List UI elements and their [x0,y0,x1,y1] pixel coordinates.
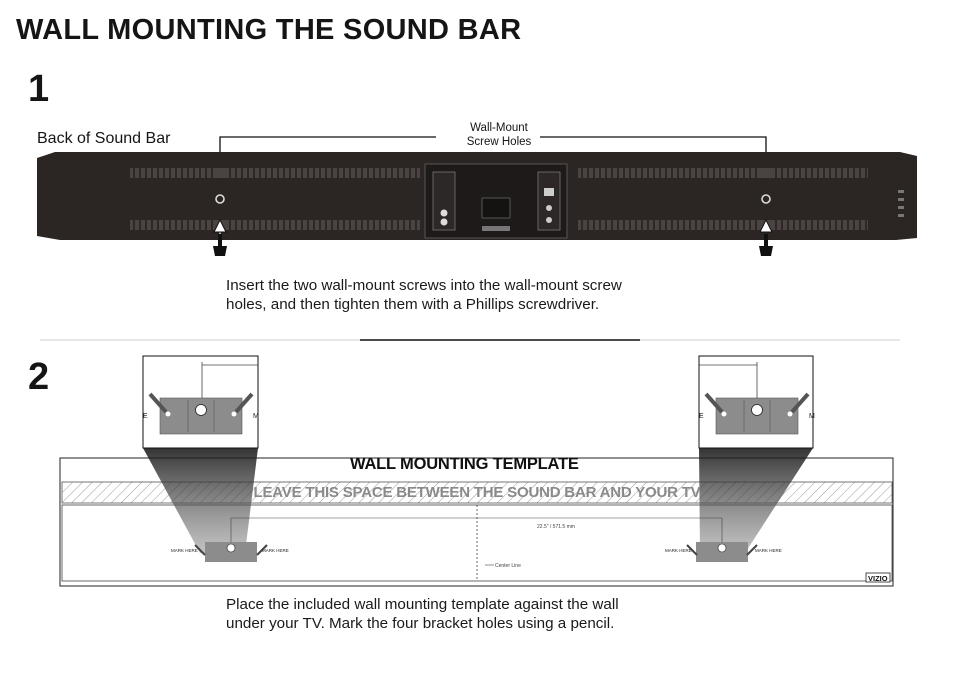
zoom-beam-right [699,448,813,553]
small-bracket-right: MARK HERE MARK HERE [665,542,782,562]
page-title: WALL MOUNTING THE SOUND BAR [16,14,522,46]
holes-label-line1: Wall-Mount [470,122,528,134]
step1-instructions: Insert the two wall-mount screws into th… [226,276,622,314]
holes-label-line2: Screw Holes [466,136,532,148]
zoom-beam-left [143,448,258,553]
template-title: WALL MOUNTING TEMPLATE [350,455,579,473]
svg-text:E: E [143,413,148,420]
screw-hole-left [215,194,225,204]
wall-mount-holes-label: Wall-Mount Screw Holes [440,121,558,149]
back-of-sound-bar-label: Back of Sound Bar [37,130,171,147]
step2-instructions: Place the included wall mounting templat… [226,595,619,633]
screw-right [759,218,773,256]
template-leave-space-text: LEAVE THIS SPACE BETWEEN THE SOUND BAR A… [253,484,701,501]
mark-here-label: MARK HERE [171,548,198,553]
zoom-box-left: E M [142,355,259,449]
mark-here-label: MARK HERE [665,548,692,553]
zoom-box-right: E M [698,355,815,449]
svg-text:E: E [699,413,704,420]
distance-label: 22.5" / 571.5 mm [537,524,575,530]
step1-instruction-line1: Insert the two wall-mount screws into th… [226,277,622,294]
svg-text:M: M [253,413,259,420]
step1-instruction-line2: holes, and then tighten them with a Phil… [226,296,600,313]
step-number-1: 1 [28,68,50,110]
small-bracket-left: MARK HERE MARK HERE [171,542,289,562]
step2-instruction-line1: Place the included wall mounting templat… [226,596,619,613]
step-number-2: 2 [28,356,50,398]
screw-hole-right [761,194,771,204]
soundbar-back [37,152,917,240]
mark-here-label: MARK HERE [755,548,782,553]
step2-instruction-line2: under your TV. Mark the four bracket hol… [226,615,615,632]
mark-here-label: MARK HERE [262,548,289,553]
template-hatched-band [61,481,893,504]
center-line-label: Center Line [495,563,521,569]
vizio-logo: VIZIO [868,574,888,583]
svg-text:M: M [809,413,815,420]
screw-left [213,218,227,256]
